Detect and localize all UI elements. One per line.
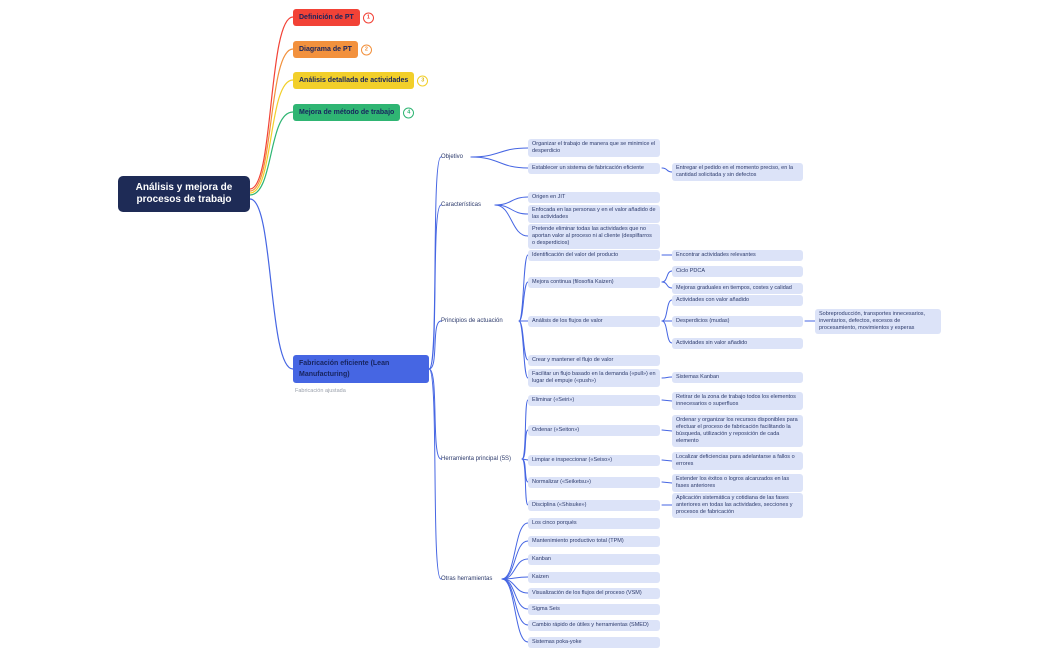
- edge-limpiar-localizar: [661, 459, 673, 462]
- branch-definicion-pt[interactable]: Definición de PT 1: [293, 9, 374, 26]
- edge-otras-kaizen: [501, 576, 529, 580]
- edge-herr-ordenar: [521, 429, 529, 460]
- topic-establecer-sistema[interactable]: Establecer un sistema de fabricación efi…: [528, 163, 660, 174]
- root-topic-label: Análisis y mejora de procesos de trabajo: [135, 182, 233, 205]
- edge-lean-otras: [428, 368, 442, 580]
- edge-normalizar-extender: [661, 481, 673, 484]
- topic-analisis-flujos[interactable]: Análisis de los flujos de valor: [528, 316, 660, 327]
- topic-desperdicios-mudas[interactable]: Desperdicios (mudas): [672, 316, 803, 327]
- edge-root-lean: [249, 198, 294, 370]
- edge-princ-crear: [518, 320, 529, 361]
- topic-sigma-seis[interactable]: Sigma Seis: [528, 604, 660, 615]
- edge-caract-enfocada: [494, 204, 529, 215]
- edge-facilitar-kanban: [661, 376, 673, 379]
- edge-eliminar-retirar: [661, 399, 673, 402]
- topic-retirar-zona[interactable]: Retirar de la zona de trabajo todos los …: [672, 392, 803, 410]
- topic-extender-exitos[interactable]: Extender los éxitos o logros alcanzados …: [672, 474, 803, 492]
- edge-otras-pokayoke: [501, 578, 529, 643]
- edge-otras-porques: [501, 522, 529, 580]
- topic-vsm[interactable]: Visualización de los flujos del proceso …: [528, 588, 660, 599]
- edge-root-analisis: [249, 79, 294, 194]
- branch-lean[interactable]: Fabricación eficiente (Lean Manufacturin…: [293, 355, 429, 383]
- topic-disciplina-shisuke[interactable]: Disciplina («Shisuke»): [528, 500, 660, 511]
- topic-kaizen[interactable]: Kaizen: [528, 572, 660, 583]
- topic-organizar-trabajo[interactable]: Organizar el trabajo de manera que se mi…: [528, 139, 660, 157]
- edge-otras-vsm: [501, 578, 529, 594]
- edge-lean-caracteristicas: [428, 204, 442, 370]
- topic-identificacion-valor[interactable]: Identificación del valor del producto: [528, 250, 660, 261]
- topic-pretende-eliminar[interactable]: Pretende eliminar todas las actividades …: [528, 224, 660, 249]
- numbering-badge[interactable]: 4: [403, 107, 415, 118]
- edge-princ-mejora: [518, 281, 529, 322]
- topic-entregar-pedido[interactable]: Entregar el pedido en el momento preciso…: [672, 163, 803, 181]
- branch-diagrama-pt[interactable]: Diagrama de PT 2: [293, 41, 372, 58]
- topic-cinco-porques[interactable]: Los cinco porqués: [528, 518, 660, 529]
- numbering-badge[interactable]: 2: [360, 44, 372, 55]
- topic-sobreproduccion[interactable]: Sobreproducción, transportes innecesario…: [815, 309, 941, 334]
- numbering-badge[interactable]: 3: [417, 75, 429, 86]
- topic-ordenar-seiton[interactable]: Ordenar («Seiton»): [528, 425, 660, 436]
- edge-lean-objetivo: [428, 156, 442, 370]
- topic-tpm[interactable]: Mantenimiento productivo total (TPM): [528, 536, 660, 547]
- edge-princ-identificacion: [518, 254, 529, 322]
- topic-mejoras-graduales[interactable]: Mejoras graduales en tiempos, costes y c…: [672, 283, 803, 294]
- edge-root-definicion: [249, 16, 294, 190]
- numbering-badge[interactable]: 1: [362, 12, 374, 23]
- topic-crear-mantener-flujo[interactable]: Crear y mantener el flujo de valor: [528, 355, 660, 366]
- topic-enfocada-personas[interactable]: Enfocada en las personas y en el valor a…: [528, 205, 660, 223]
- branch-analisis-actividades[interactable]: Análisis detallada de actividades 3: [293, 72, 429, 89]
- edge-objetivo-organizar: [470, 147, 529, 158]
- edge-establecer-entregar: [661, 167, 673, 173]
- edge-caract-origen: [494, 196, 529, 206]
- topic-eliminar-seiri[interactable]: Eliminar («Seiri»): [528, 395, 660, 406]
- topic-normalizar-seiketsu[interactable]: Normalizar («Seiketsu»): [528, 477, 660, 488]
- topic-aplicacion-sistematica[interactable]: Aplicación sistemática y cotidiana de la…: [672, 493, 803, 518]
- edge-caract-pretende: [494, 204, 529, 237]
- topic-smed[interactable]: Cambio rápido de útiles y herramientas (…: [528, 620, 660, 631]
- branch-definicion-pt-label: Definición de PT: [299, 14, 354, 21]
- edge-analisis-convalor: [661, 299, 673, 322]
- branch-mejora-metodo-label: Mejora de método de trabajo: [299, 109, 395, 116]
- topic-ordenar-organizar[interactable]: Ordenar y organizar los recursos disponi…: [672, 415, 803, 447]
- section-otras-herramientas[interactable]: Otras herramientas: [441, 576, 493, 582]
- edge-root-diagrama: [249, 48, 294, 192]
- edge-mejora-graduales: [661, 281, 673, 289]
- edge-lean-herramienta: [428, 368, 442, 460]
- edge-mejora-pdca: [661, 270, 673, 283]
- section-herramienta-5s[interactable]: Herramienta principal (5S): [441, 456, 512, 462]
- topic-actividades-sin-valor[interactable]: Actividades sin valor añadido: [672, 338, 803, 349]
- topic-ciclo-pdca[interactable]: Ciclo PDCA: [672, 266, 803, 277]
- edge-root-mejora: [249, 111, 294, 196]
- edge-otras-smed: [501, 578, 529, 626]
- topic-mejora-continua[interactable]: Mejora continua (filosofía Kaizen): [528, 277, 660, 288]
- topic-limpiar-seiso[interactable]: Limpiar e inspeccionar («Seiso»): [528, 455, 660, 466]
- topic-origen-jit[interactable]: Origen en JIT: [528, 192, 660, 203]
- edge-otras-sigma: [501, 578, 529, 610]
- branch-mejora-metodo[interactable]: Mejora de método de trabajo 4: [293, 104, 415, 121]
- edge-analisis-sinvalor: [661, 320, 673, 344]
- topic-encontrar-actividades[interactable]: Encontrar actividades relevantes: [672, 250, 803, 261]
- edge-otras-tpm: [501, 540, 529, 580]
- branch-lean-note: Fabricación ajustada: [295, 388, 346, 394]
- topic-localizar-deficiencias[interactable]: Localizar deficiencias para adelantarse …: [672, 452, 803, 470]
- edge-objetivo-establecer: [470, 156, 529, 169]
- topic-facilitar-flujo-pull[interactable]: Facilitar un flujo basado en la demanda …: [528, 369, 660, 387]
- branch-diagrama-pt-label: Diagrama de PT: [299, 46, 352, 53]
- section-caracteristicas[interactable]: Características: [441, 202, 482, 208]
- edge-otras-kanban: [501, 558, 529, 580]
- topic-kanban[interactable]: Kanban: [528, 554, 660, 565]
- topic-poka-yoke[interactable]: Sistemas poka-yoke: [528, 637, 660, 648]
- section-principios[interactable]: Principios de actuación: [441, 318, 503, 324]
- branch-lean-label: Fabricación eficiente (Lean Manufacturin…: [299, 360, 390, 378]
- edge-lean-principios: [428, 320, 442, 370]
- branch-analisis-actividades-label: Análisis detallada de actividades: [299, 77, 409, 84]
- topic-actividades-con-valor[interactable]: Actividades con valor añadido: [672, 295, 803, 306]
- topic-sistemas-kanban[interactable]: Sistemas Kanban: [672, 372, 803, 383]
- edge-ordenar-organizar: [661, 429, 673, 432]
- edge-princ-facilitar: [518, 320, 529, 379]
- root-topic[interactable]: Análisis y mejora de procesos de trabajo: [118, 176, 250, 212]
- section-objetivo[interactable]: Objetivo: [441, 154, 464, 160]
